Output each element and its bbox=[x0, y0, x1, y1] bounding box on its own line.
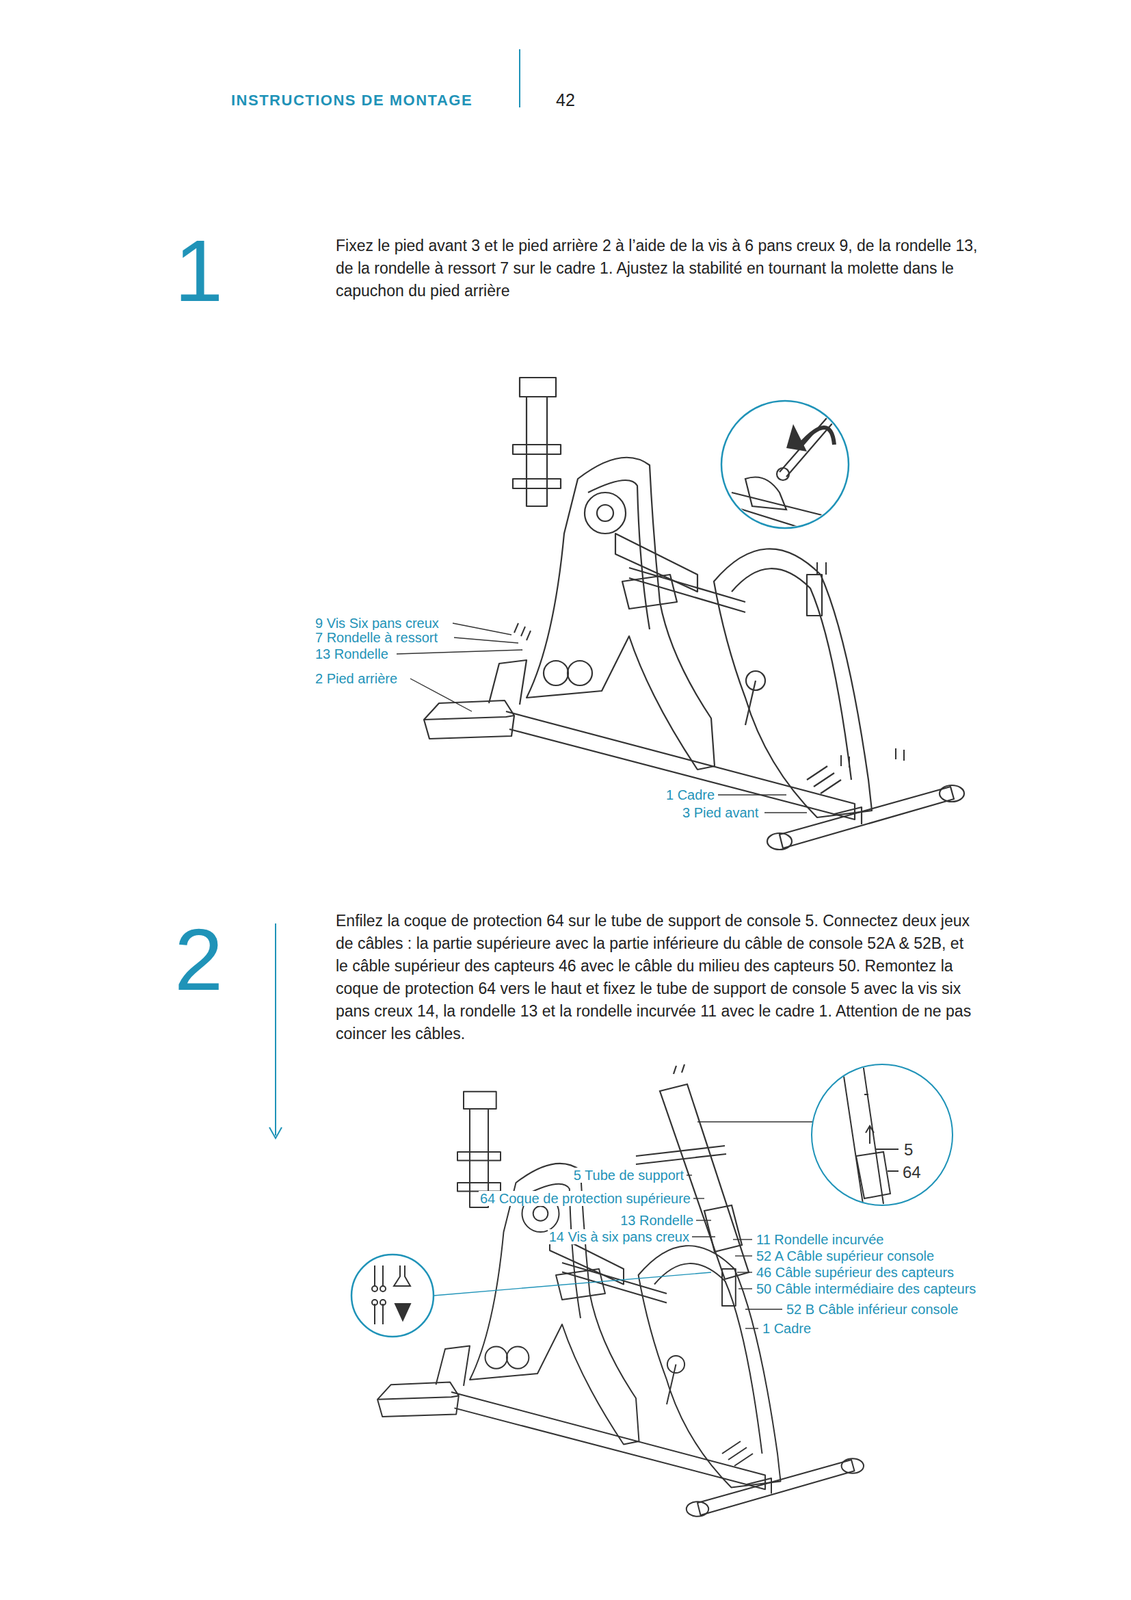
line-art bbox=[423, 377, 965, 850]
callout-number: 5 bbox=[903, 1140, 913, 1159]
zoom-circle bbox=[800, 427, 835, 445]
callout-label: 13 Rondelle bbox=[618, 1212, 695, 1228]
zoom-detail bbox=[842, 1063, 891, 1204]
connector-zoom bbox=[380, 1299, 386, 1305]
zoom-detail bbox=[856, 1151, 891, 1199]
zoom-detail bbox=[865, 1125, 874, 1144]
connector-zoom bbox=[371, 1285, 378, 1292]
leader-lines bbox=[410, 678, 472, 712]
zoom-circle bbox=[721, 400, 849, 528]
bolts bbox=[514, 622, 531, 641]
bolts bbox=[841, 748, 904, 768]
zoom-circle bbox=[731, 492, 842, 541]
bolts bbox=[514, 562, 904, 768]
leader-lines bbox=[697, 1120, 813, 1122]
zoom-circle bbox=[731, 417, 842, 541]
step-number: 1 bbox=[174, 227, 223, 315]
line-art bbox=[269, 1126, 282, 1138]
leader-lines bbox=[692, 1235, 716, 1237]
console-tube bbox=[673, 1063, 685, 1074]
page-number: 42 bbox=[555, 90, 576, 110]
callout-label: 1 Cadre bbox=[664, 787, 716, 803]
connector-zoom bbox=[393, 1265, 411, 1286]
callout-number: 64 bbox=[902, 1163, 922, 1181]
console-tube bbox=[704, 1204, 742, 1252]
zoom-circle bbox=[721, 400, 849, 541]
callout-label: 3 Pied avant bbox=[681, 804, 760, 820]
callout-label: 1 Cadre bbox=[761, 1320, 813, 1336]
callout-label: 46 Câble supérieur des capteurs bbox=[754, 1264, 956, 1280]
zoom-circle bbox=[776, 467, 790, 481]
connector-zoom bbox=[380, 1285, 386, 1292]
leader-lines bbox=[433, 1121, 813, 1328]
leader-lines bbox=[764, 811, 807, 813]
callout-label: 14 Vis à six pans creux bbox=[547, 1228, 691, 1244]
connector-zoom bbox=[371, 1265, 411, 1324]
leader-lines bbox=[745, 1308, 783, 1309]
line-art bbox=[519, 49, 521, 108]
step-number: 2 bbox=[174, 915, 223, 1004]
step-instructions: Enfilez la coque de protection 64 sur le… bbox=[335, 909, 979, 1045]
callout-label: 52 A Câble supérieur console bbox=[754, 1247, 936, 1263]
callout-label: 5 Tube de support bbox=[572, 1167, 686, 1183]
bolts bbox=[817, 562, 827, 575]
callout-label: 11 Rondelle incurvée bbox=[754, 1231, 885, 1247]
callout-label: 13 Rondelle bbox=[313, 646, 390, 662]
leader-lines bbox=[396, 649, 523, 654]
step-instructions: Fixez le pied avant 3 et le pied arrière… bbox=[335, 234, 979, 303]
connector-zoom bbox=[374, 1265, 383, 1324]
connector-zoom bbox=[351, 1254, 434, 1337]
callout-label: 64 Coque de protection supérieure bbox=[478, 1190, 693, 1206]
leader-lines bbox=[433, 1271, 712, 1296]
console-tube bbox=[635, 1145, 727, 1164]
zoom-detail bbox=[842, 1063, 899, 1204]
zoom-circle bbox=[786, 423, 807, 452]
zoom-detail bbox=[887, 1169, 899, 1172]
zoom-circle bbox=[745, 477, 787, 511]
connector-zoom bbox=[395, 1303, 411, 1320]
leader-lines bbox=[717, 793, 787, 795]
zoom-circle: 564 bbox=[810, 1063, 954, 1206]
leader-lines bbox=[693, 1197, 705, 1199]
leader-lines bbox=[452, 622, 512, 635]
callout-label: 52 B Câble inférieur console bbox=[784, 1301, 960, 1317]
leader-lines bbox=[738, 1287, 753, 1289]
leader-lines bbox=[737, 1271, 753, 1272]
line-art bbox=[274, 923, 277, 1136]
callout-label: 50 Câble intermédiaire des capteurs bbox=[754, 1280, 978, 1296]
callout-label: 9 Vis Six pans creux bbox=[313, 615, 441, 631]
leader-lines bbox=[686, 1174, 693, 1175]
zoom-detail bbox=[842, 1063, 884, 1204]
leader-lines bbox=[733, 1238, 753, 1240]
zoom-detail bbox=[864, 1093, 869, 1095]
connector-zoom bbox=[351, 1254, 434, 1337]
zoom-detail bbox=[875, 1148, 899, 1150]
leader-lines bbox=[745, 1327, 759, 1328]
leader-lines bbox=[696, 1219, 712, 1220]
leader-lines bbox=[454, 637, 519, 643]
connector-zoom bbox=[371, 1299, 378, 1305]
callout-label: 7 Rondelle à ressort bbox=[313, 629, 439, 645]
leader-lines bbox=[396, 622, 807, 813]
running-header: INSTRUCTIONS DE MONTAGE bbox=[231, 91, 473, 110]
callout-label: 2 Pied arrière bbox=[313, 670, 399, 686]
leader-lines bbox=[735, 1254, 753, 1256]
